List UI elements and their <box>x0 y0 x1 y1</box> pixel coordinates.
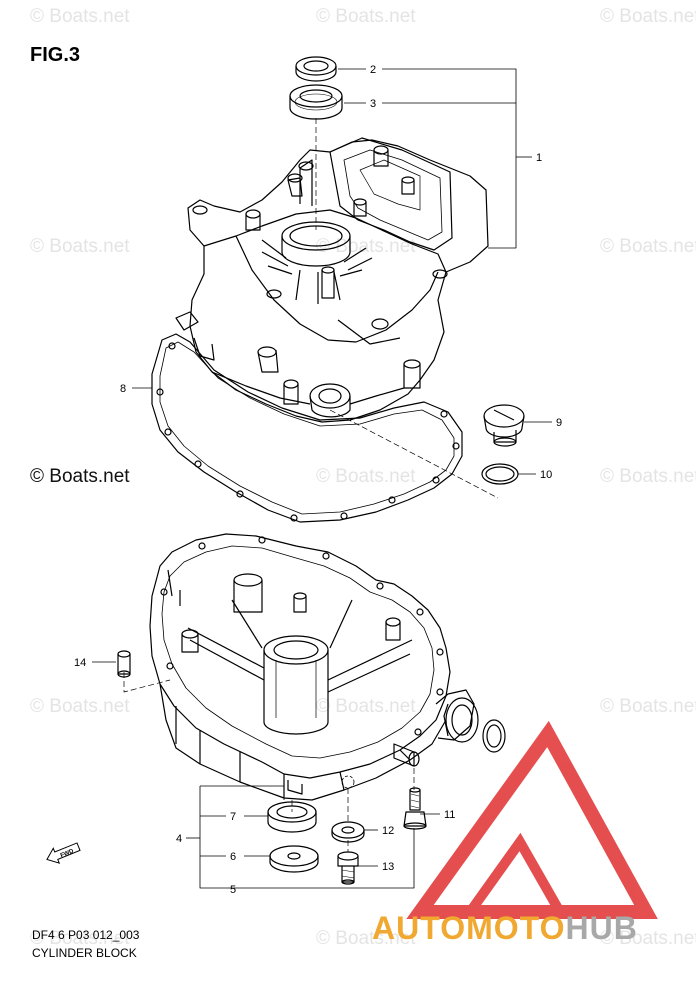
callout-6: 6 <box>230 851 236 863</box>
callout-11: 11 <box>444 809 455 821</box>
callout-9: 9 <box>556 417 562 429</box>
callout-8: 8 <box>120 383 126 395</box>
watermark: © Boats.net <box>600 466 696 487</box>
watermark: © Boats.net <box>30 6 130 27</box>
brand-wordmark: AUTOMOTOHUB <box>372 910 638 947</box>
forward-arrow-icon: FWD <box>46 842 81 864</box>
callout-5: 5 <box>230 884 236 896</box>
callout-3: 3 <box>370 98 376 110</box>
brand-part-1: AUTOMOTO <box>372 910 566 946</box>
watermark: © Boats.net <box>600 6 696 27</box>
watermark: © Boats.net <box>600 928 696 949</box>
watermark: © Boats.net <box>30 696 130 717</box>
watermark: © Boats.net <box>316 696 416 717</box>
callout-1: 1 <box>536 152 542 164</box>
part-13-drain-plug[interactable] <box>337 851 359 885</box>
part-9-filler-cap[interactable] <box>483 404 525 447</box>
part-3-bearing[interactable] <box>289 84 343 120</box>
callout-numbers: 2 3 1 8 9 10 14 11 12 13 4 7 6 5 <box>74 64 562 896</box>
part-4-crankcase[interactable] <box>149 533 475 801</box>
diagram-code: DF4 6 P03 012_003 <box>32 928 140 942</box>
callout-13: 13 <box>382 861 394 873</box>
part-2-oil-seal[interactable] <box>295 56 337 82</box>
part-14-dowel-pin[interactable] <box>117 650 131 678</box>
watermark: © Boats.net <box>600 696 696 717</box>
callout-14: 14 <box>74 657 86 669</box>
leader-lines <box>92 68 552 889</box>
figure-title: FIG.3 <box>30 44 81 66</box>
part-10-o-ring[interactable] <box>481 463 519 485</box>
callout-2: 2 <box>370 64 376 76</box>
callout-4: 4 <box>176 833 182 845</box>
callout-12: 12 <box>382 825 394 837</box>
part-1-cylinder-block[interactable] <box>175 137 489 423</box>
part-8-gasket[interactable] <box>151 333 463 523</box>
part-6-washer[interactable] <box>269 845 319 873</box>
part-7-oil-seal[interactable] <box>267 801 317 833</box>
part-12-washer[interactable] <box>331 821 365 843</box>
watermark: © Boats.net <box>600 236 696 257</box>
watermark: © Boats.net <box>316 928 416 949</box>
watermark: © Boats.net <box>316 466 416 487</box>
part-11-bolt[interactable] <box>403 787 427 830</box>
callout-7: 7 <box>230 811 236 823</box>
watermark: © Boats.net <box>30 236 130 257</box>
diagram-caption: CYLINDER BLOCK <box>32 946 137 960</box>
brand-part-2: HUB <box>565 910 638 946</box>
crankcase-side-o-ring[interactable] <box>482 719 506 753</box>
watermark: © Boats.net <box>316 6 416 27</box>
watermark: © Boats.net <box>316 236 416 257</box>
watermark: © Boats.net <box>30 928 130 949</box>
forward-arrow-label: FWD <box>60 848 76 859</box>
brand-logo-icon <box>406 720 658 919</box>
callout-10: 10 <box>540 469 552 481</box>
crankcase-side-seal[interactable] <box>443 697 479 743</box>
watermark-dark: © Boats.net <box>30 466 130 487</box>
